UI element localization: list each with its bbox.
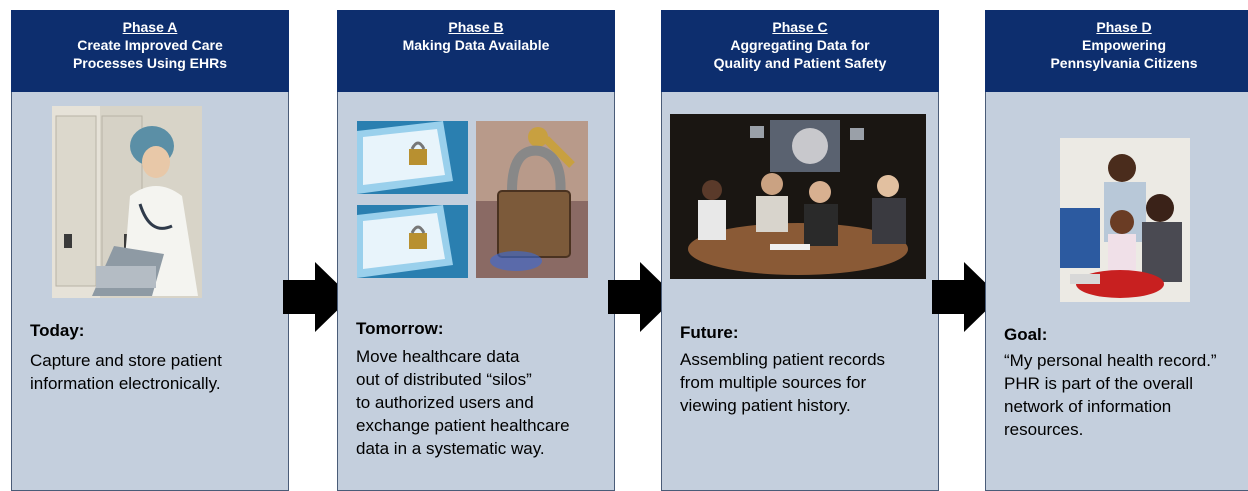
phase-b-description: Move healthcare data out of distributed … [356, 347, 570, 458]
phase-b-name: Phase B [448, 19, 504, 35]
phase-a-description: Capture and store patient information el… [30, 351, 222, 393]
right-arrow-icon [608, 262, 676, 332]
phase-c-description: Assembling patient records from multiple… [680, 350, 886, 415]
phase-d-description: “My personal health record.” PHR is part… [1004, 351, 1217, 439]
right-arrow-icon [283, 262, 351, 332]
phase-c-label: Future: [680, 323, 739, 342]
phase-d-title: Empowering Pennsylvania Citizens [1050, 37, 1198, 71]
phase-d-panel: Phase D Empowering Pennsylvania Citizens… [985, 10, 1248, 491]
phase-c-title: Aggregating Data for Quality and Patient… [713, 37, 887, 71]
computer-lock-photo-2 [357, 205, 468, 278]
phase-a-name: Phase A [122, 19, 178, 35]
phase-b-title: Making Data Available [402, 37, 550, 53]
phase-c-panel: Phase C Aggregating Data for Quality and… [661, 10, 939, 491]
phase-b-label: Tomorrow: [356, 319, 444, 338]
phase-a-label: Today: [30, 321, 85, 340]
meeting-room-photo [670, 114, 926, 279]
phase-b-header: Phase B Making Data Available [337, 10, 615, 92]
family-computer-photo [1060, 138, 1190, 302]
computer-lock-photo-1 [357, 121, 468, 194]
phase-d-name: Phase D [1096, 19, 1152, 35]
phase-a-header: Phase A Create Improved Care Processes U… [11, 10, 289, 92]
phase-d-header: Phase D Empowering Pennsylvania Citizens [985, 10, 1248, 92]
phase-c-name: Phase C [772, 19, 828, 35]
right-arrow-icon [932, 262, 1000, 332]
phase-c-header: Phase C Aggregating Data for Quality and… [661, 10, 939, 92]
phase-d-label: Goal: [1004, 325, 1048, 344]
phase-a-panel: Phase A Create Improved Care Processes U… [11, 10, 289, 491]
phase-a-title: Create Improved Care Processes Using EHR… [72, 37, 228, 71]
doctor-laptop-photo [52, 106, 202, 298]
phase-b-panel: Phase B Making Data Available [337, 10, 615, 491]
padlock-keys-photo [476, 121, 588, 278]
